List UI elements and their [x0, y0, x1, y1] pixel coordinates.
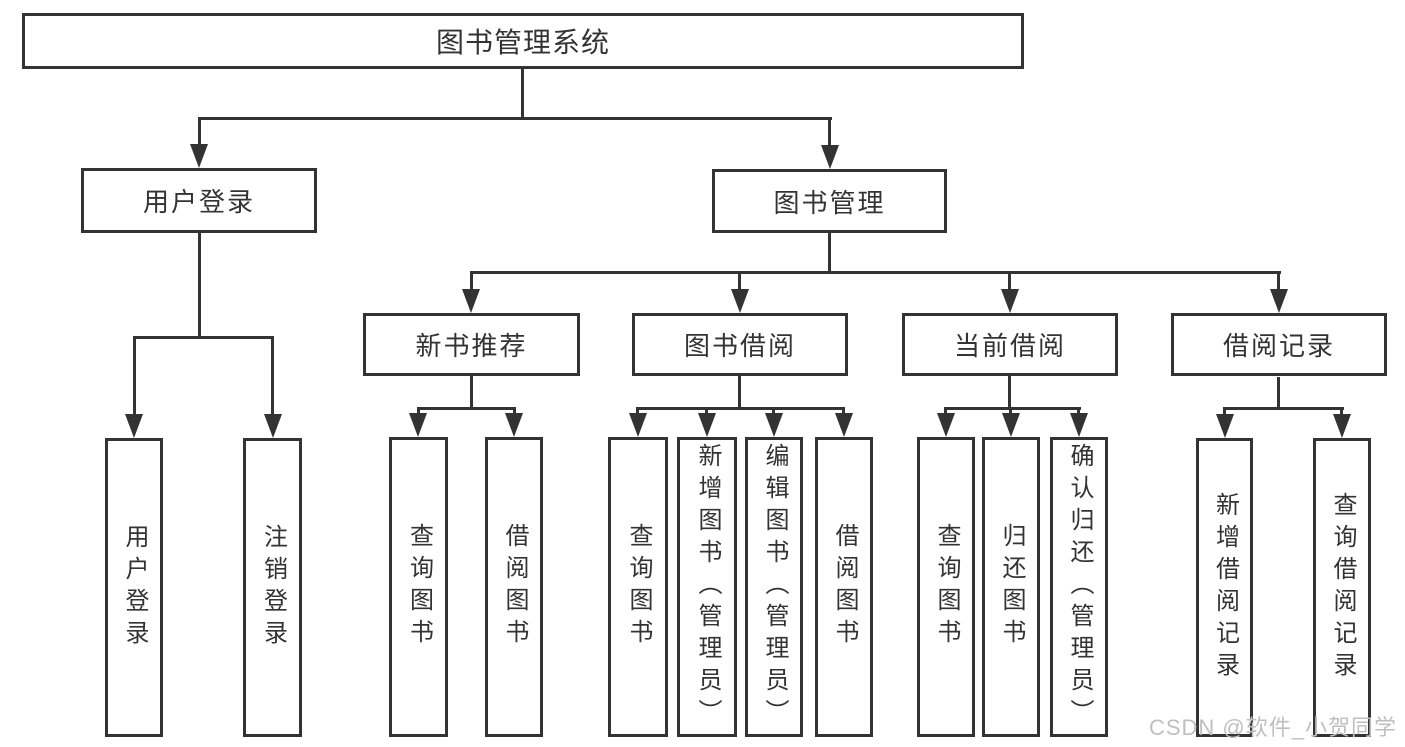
node-book-borrow-label: 图书借阅 — [683, 331, 796, 361]
connector-drop-leaf — [1223, 407, 1226, 417]
connector-drop-borrow-records — [1277, 271, 1280, 291]
arrow-down-icon — [1216, 414, 1234, 438]
connector-drop-leaf — [944, 407, 947, 417]
connector-drop-leaf — [636, 407, 639, 417]
arrow-down-icon — [125, 414, 143, 438]
connector-drop-leaf — [705, 407, 708, 417]
node-new-book-recommend-label: 新书推荐 — [415, 331, 528, 361]
arrow-down-icon — [1333, 414, 1351, 438]
connector-user-login-rail — [133, 336, 274, 339]
connector-borrow-records-rail — [1223, 407, 1344, 410]
leaf-logout-label: 注销登录 — [259, 523, 287, 652]
leaf-query-books-newbook-label: 查询图书 — [405, 523, 433, 651]
connector-drop-leaf — [842, 407, 845, 417]
connector-book-borrow-stem — [738, 376, 741, 410]
arrow-down-icon — [190, 144, 208, 168]
node-new-book-recommend: 新书推荐 — [363, 313, 580, 376]
leaf-return-book: 归还图书 — [982, 437, 1040, 737]
connector-new-book-rail — [417, 407, 516, 410]
leaf-add-borrow-record-label: 新增借阅记录 — [1211, 491, 1239, 684]
arrow-down-icon — [835, 413, 853, 437]
arrow-down-icon — [698, 413, 716, 437]
leaf-query-borrow-record-label: 查询借阅记录 — [1329, 491, 1356, 684]
connector-book-mgmt-stem — [828, 233, 831, 274]
connector-drop-new-book — [470, 271, 473, 291]
connector-drop-leaf — [271, 336, 274, 416]
leaf-query-borrow-record: 查询借阅记录 — [1313, 438, 1371, 737]
leaf-confirm-return-admin-label: 确认归还（管理员） — [1066, 443, 1093, 731]
node-borrow-records-label: 借阅记录 — [1222, 331, 1335, 361]
node-borrow-records: 借阅记录 — [1171, 313, 1387, 376]
arrow-down-icon — [937, 413, 955, 437]
node-user-login-label: 用户登录 — [142, 187, 255, 217]
arrow-down-icon — [1070, 413, 1088, 437]
leaf-query-books-newbook: 查询图书 — [389, 437, 448, 737]
node-book-borrow: 图书借阅 — [632, 313, 848, 376]
arrow-down-icon — [629, 413, 647, 437]
leaf-confirm-return-admin: 确认归还（管理员） — [1050, 437, 1108, 737]
arrow-down-icon — [1001, 289, 1019, 313]
connector-book-mgmt-rail — [470, 271, 1281, 274]
leaf-borrow-books-newbook-label: 借阅图书 — [501, 523, 528, 651]
leaf-add-book-admin-label: 新增图书（管理员） — [694, 443, 721, 731]
connector-drop-book-borrow — [738, 271, 741, 291]
connector-new-book-stem — [470, 376, 473, 410]
node-current-borrow: 当前借阅 — [902, 313, 1118, 376]
connector-current-borrow-rail — [944, 407, 1081, 410]
leaf-edit-book-admin: 编辑图书（管理员） — [745, 437, 803, 737]
connector-book-borrow-rail — [636, 407, 845, 410]
connector-drop-leaf — [133, 336, 136, 416]
arrow-down-icon — [765, 413, 783, 437]
leaf-add-book-admin: 新增图书（管理员） — [677, 437, 737, 737]
leaf-query-books-current-label: 查询图书 — [933, 523, 960, 651]
node-library-system-label: 图书管理系统 — [435, 27, 610, 58]
leaf-borrow-books-borrow-label: 借阅图书 — [831, 523, 858, 651]
connector-current-borrow-stem — [1008, 376, 1011, 410]
connector-drop-leaf — [513, 407, 516, 417]
arrow-down-icon — [1002, 413, 1020, 437]
leaf-borrow-books-newbook: 借阅图书 — [485, 437, 543, 737]
connector-drop-leaf — [1009, 407, 1012, 417]
connector-drop-leaf — [1340, 407, 1343, 417]
leaf-edit-book-admin-label: 编辑图书（管理员） — [761, 443, 788, 731]
arrow-down-icon — [462, 289, 480, 313]
arrow-down-icon — [1270, 289, 1288, 313]
connector-drop-leaf — [417, 407, 420, 417]
connector-drop-leaf — [1077, 407, 1080, 417]
node-book-management: 图书管理 — [712, 169, 947, 233]
leaf-borrow-books-borrow: 借阅图书 — [815, 437, 873, 737]
connector-root-rail — [198, 117, 832, 120]
connector-drop-user-login — [198, 117, 201, 147]
node-user-login: 用户登录 — [81, 168, 317, 233]
connector-borrow-records-stem — [1277, 377, 1280, 410]
leaf-logout: 注销登录 — [243, 438, 302, 737]
arrow-down-icon — [409, 413, 427, 437]
leaf-user-login-label: 用户登录 — [121, 523, 148, 652]
node-library-system: 图书管理系统 — [22, 13, 1024, 69]
arrow-down-icon — [264, 414, 282, 438]
leaf-return-book-label: 归还图书 — [998, 523, 1025, 651]
arrow-down-icon — [505, 413, 523, 437]
leaf-query-books-borrow-label: 查询图书 — [625, 523, 652, 651]
node-book-management-label: 图书管理 — [773, 187, 886, 218]
leaf-query-books-borrow: 查询图书 — [608, 437, 668, 737]
leaf-add-borrow-record: 新增借阅记录 — [1196, 438, 1253, 737]
leaf-user-login: 用户登录 — [105, 438, 163, 737]
connector-drop-book-mgmt — [828, 117, 831, 148]
node-current-borrow-label: 当前借阅 — [953, 331, 1066, 361]
leaf-query-books-current: 查询图书 — [917, 437, 975, 737]
connector-root-stem — [521, 69, 524, 120]
connector-user-login-stem — [198, 233, 201, 339]
connector-drop-leaf — [772, 407, 775, 417]
arrow-down-icon — [731, 289, 749, 313]
arrow-down-icon — [821, 145, 839, 169]
watermark: CSDN @软件_小贺同学 — [1148, 715, 1397, 740]
connector-drop-current-borrow — [1008, 271, 1011, 291]
